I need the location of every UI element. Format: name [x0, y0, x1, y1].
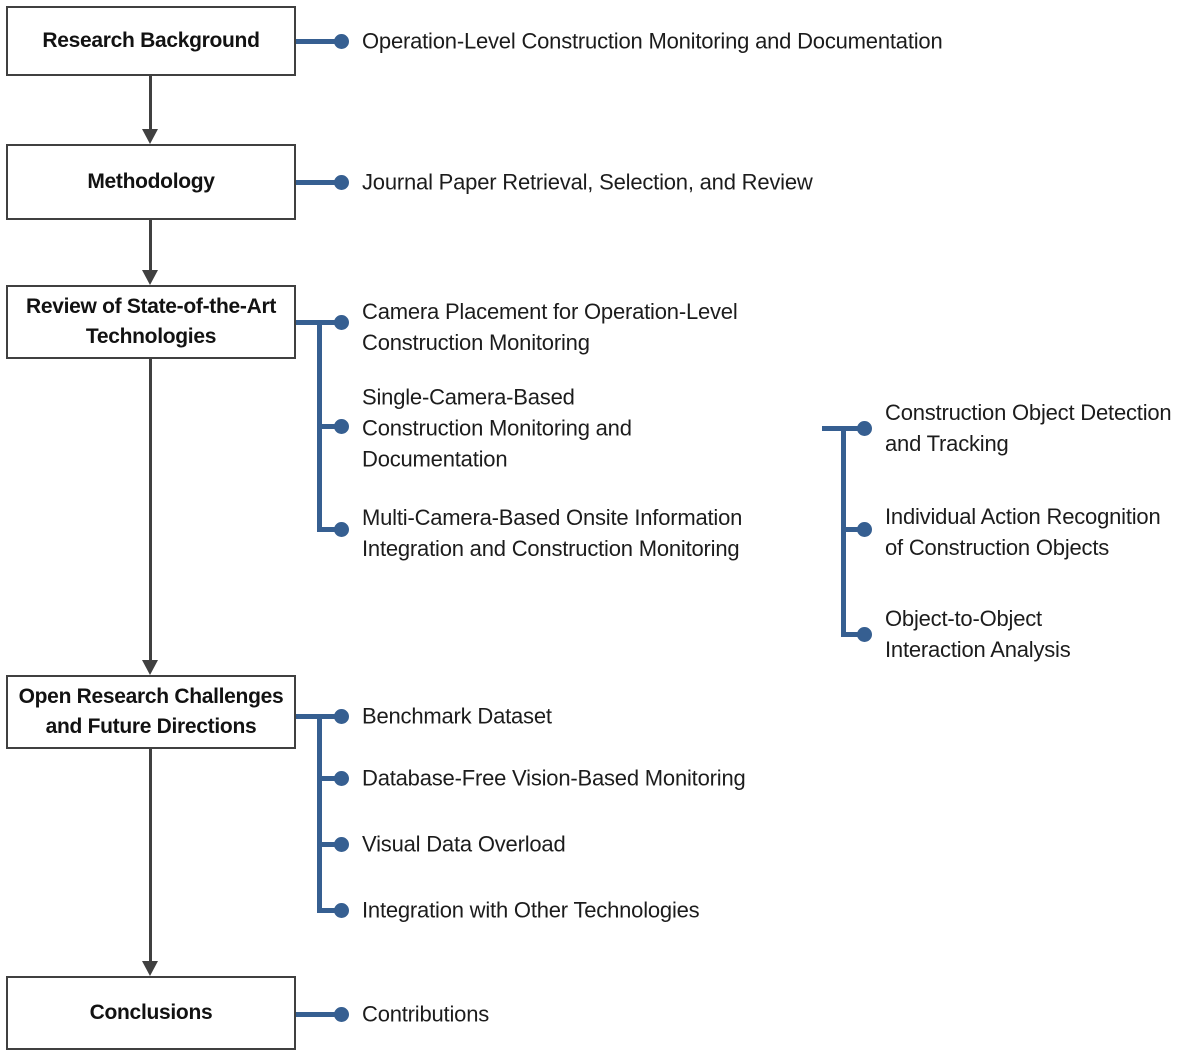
flow-arrow-line — [148, 359, 152, 661]
topic-text: Database-Free Vision-Based Monitoring — [362, 765, 746, 791]
connector-line — [296, 179, 341, 185]
bullet-dot-icon — [333, 33, 349, 49]
topic-text: Visual Data Overload — [362, 831, 566, 857]
bullet-dot-icon — [856, 521, 872, 537]
connector-line — [316, 526, 344, 532]
box-conclusions: Conclusions — [6, 976, 296, 1050]
arrowhead-down-icon — [142, 660, 158, 675]
box-label: Methodology — [87, 170, 215, 193]
topic-text: Multi-Camera-Based Onsite Information In… — [362, 505, 743, 561]
box-label: Research Background — [42, 29, 260, 52]
topic-text: Journal Paper Retrieval, Selection, and … — [362, 169, 813, 195]
bullet-dot-icon — [333, 521, 349, 537]
bullet-dot-icon — [333, 770, 349, 786]
bullet-dot-icon — [333, 902, 349, 918]
topic-text: Contributions — [362, 1001, 490, 1027]
box-research-background: Research Background — [6, 6, 296, 76]
connector-line — [316, 775, 344, 781]
subtopic-text: Construction Object Detection and Tracki… — [885, 400, 1172, 456]
bullet-dot-icon — [333, 836, 349, 852]
box-review-state-of-the-art: Review of State-of-the-Art Technologies — [6, 285, 296, 359]
connector-line — [296, 1011, 341, 1017]
box-open-research-challenges: Open Research Challenges and Future Dire… — [6, 675, 296, 749]
connector-line — [296, 38, 341, 44]
box-label: Review of State-of-the-Art Technologies — [25, 295, 277, 348]
arrowhead-down-icon — [142, 129, 158, 144]
subtopic-text: Object-to-Object Interaction Analysis — [885, 606, 1071, 662]
topic-text: Operation-Level Construction Monitoring … — [362, 28, 943, 54]
bullet-dot-icon — [333, 174, 349, 190]
topic-text: Benchmark Dataset — [362, 703, 552, 729]
arrowhead-down-icon — [142, 961, 158, 976]
flow-arrow-line — [148, 76, 152, 130]
bullet-dot-icon — [333, 314, 349, 330]
flow-arrow-line — [148, 749, 152, 962]
connector-line — [316, 907, 344, 913]
connector-line — [840, 631, 867, 637]
flow-arrow-line — [148, 220, 152, 271]
branch-trunk-line — [316, 713, 322, 913]
box-label: Conclusions — [89, 1001, 213, 1024]
bullet-dot-icon — [333, 418, 349, 434]
bullet-dot-icon — [333, 1006, 349, 1022]
box-methodology: Methodology — [6, 144, 296, 220]
topic-text: Camera Placement for Operation-Level Con… — [362, 299, 738, 355]
connector-line — [316, 841, 344, 847]
bullet-dot-icon — [856, 626, 872, 642]
connector-line — [840, 526, 867, 532]
connector-line — [316, 423, 344, 429]
bullet-dot-icon — [333, 708, 349, 724]
subtopic-text: Individual Action Recognition of Constru… — [885, 504, 1161, 560]
bullet-dot-icon — [856, 420, 872, 436]
arrowhead-down-icon — [142, 270, 158, 285]
topic-text: Integration with Other Technologies — [362, 897, 700, 923]
box-label: Open Research Challenges and Future Dire… — [18, 685, 284, 738]
topic-text: Single-Camera-Based Construction Monitor… — [362, 384, 632, 472]
